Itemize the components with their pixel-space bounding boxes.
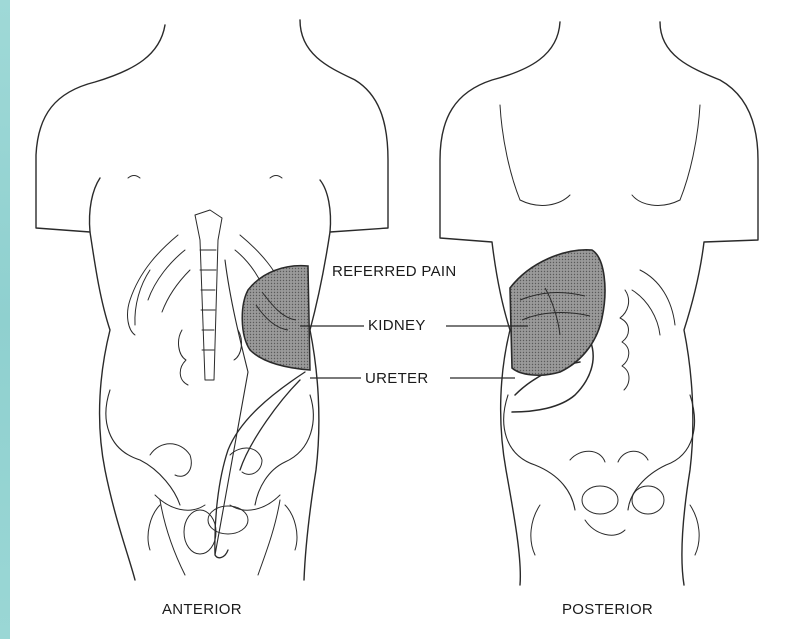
posterior-view-label: POSTERIOR bbox=[562, 602, 653, 617]
ureter-label: URETER bbox=[365, 371, 428, 386]
referred-pain-label: REFERRED PAIN bbox=[332, 264, 456, 279]
anterior-view-label: ANTERIOR bbox=[162, 602, 242, 617]
kidney-label: KIDNEY bbox=[368, 318, 426, 333]
anterior-ureter-path bbox=[215, 372, 305, 558]
anterior-torso-outline bbox=[36, 20, 388, 580]
anterior-referred-pain-region bbox=[242, 266, 310, 370]
anterior-body bbox=[36, 20, 388, 580]
